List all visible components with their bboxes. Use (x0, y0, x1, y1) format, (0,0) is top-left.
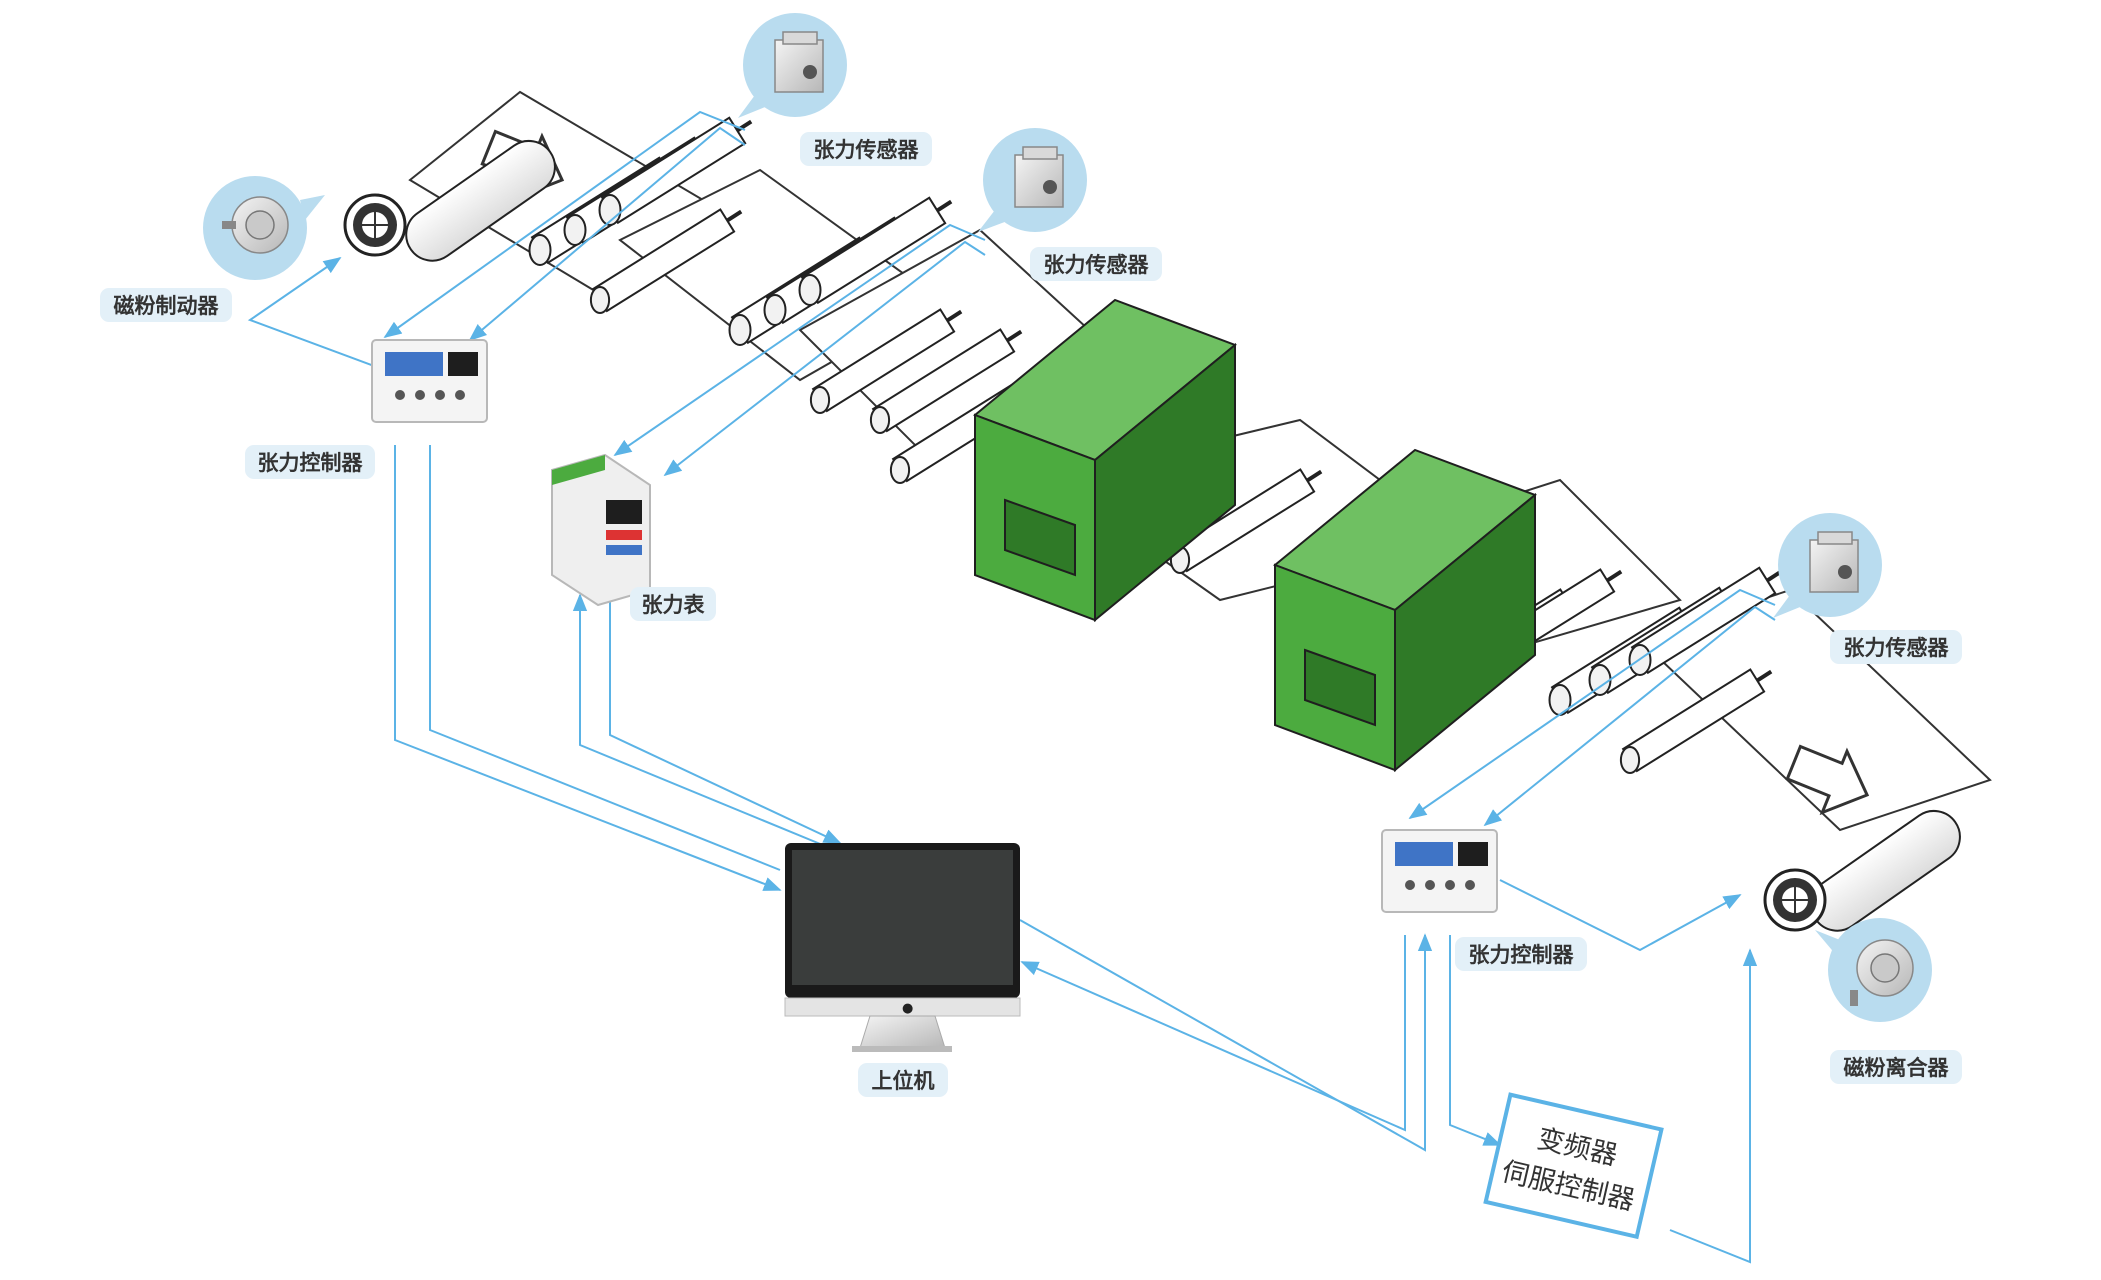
label-tension-sensor-2: 张力传感器 (1030, 247, 1162, 281)
tension-sensor-3-illustration (1773, 513, 1882, 618)
tension-controller-right-device (1381, 829, 1498, 913)
label-tension-sensor-1: 张力传感器 (800, 132, 932, 166)
tension-controller-left-label: 张力控制器 (258, 451, 364, 475)
rewind-roll (1763, 809, 1961, 932)
host-computer-label: 上位机 (872, 1069, 935, 1093)
arrow-right-icon (1785, 744, 1870, 816)
roller-shaft (1306, 469, 1323, 483)
tension-sensor-1-illustration (738, 13, 847, 118)
roller-end (563, 214, 587, 246)
magnetic-brake-illustration (203, 176, 325, 280)
roller-end (1588, 664, 1612, 696)
host-computer-monitor (784, 843, 1021, 1052)
roller-end (528, 234, 552, 266)
roller-shaft (936, 199, 953, 213)
signal-connectors (247, 110, 1776, 1264)
tension-controller-left-device (371, 339, 488, 423)
roller-end (889, 456, 911, 484)
label-host-computer: 上位机 (858, 1063, 948, 1097)
magnetic-brake-label: 磁粉制动器 (114, 294, 220, 318)
apple-logo-icon: ● (902, 1001, 913, 1016)
label-tension-meter: 张力表 (630, 587, 716, 621)
label-tension-controller-right: 张力控制器 (1455, 937, 1587, 971)
label-tension-sensor-3: 张力传感器 (1830, 630, 1962, 664)
roller-shaft (1756, 669, 1773, 683)
magnetic-clutch-illustration (1815, 918, 1932, 1022)
roller-shaft (946, 309, 963, 323)
roller-end (589, 286, 611, 314)
tension-meter-device (551, 453, 651, 607)
roller-end (763, 294, 787, 326)
tension-controller-right-label: 张力控制器 (1469, 943, 1575, 967)
tension-sensor-2-label: 张力传感器 (1044, 253, 1150, 277)
roller-end (1619, 746, 1641, 774)
roller-shaft (1006, 329, 1023, 343)
roller-end (869, 406, 891, 434)
oven-1 (973, 298, 1237, 623)
roller-shaft (726, 209, 743, 223)
oven-2 (1273, 448, 1537, 773)
tension-sensor-2-illustration (978, 128, 1087, 232)
roller-end (809, 386, 831, 414)
label-tension-controller-left: 张力控制器 (245, 445, 375, 479)
label-magnetic-clutch: 磁粉离合器 (1830, 1050, 1962, 1084)
tension-sensor-3-label: 张力传感器 (1844, 636, 1950, 660)
roller-shaft (736, 119, 753, 133)
roller-end (798, 274, 822, 306)
tension-sensor-1-label: 张力传感器 (814, 138, 920, 162)
inverter-servo-box: 变频器 伺服控制器 (1483, 1092, 1664, 1240)
label-magnetic-brake: 磁粉制动器 (100, 288, 232, 322)
magnetic-clutch-label: 磁粉离合器 (1844, 1056, 1950, 1080)
roller-end (728, 314, 752, 346)
roller-shaft (1606, 569, 1623, 583)
unwind-roll (343, 139, 556, 262)
tension-meter-label: 张力表 (642, 593, 706, 617)
